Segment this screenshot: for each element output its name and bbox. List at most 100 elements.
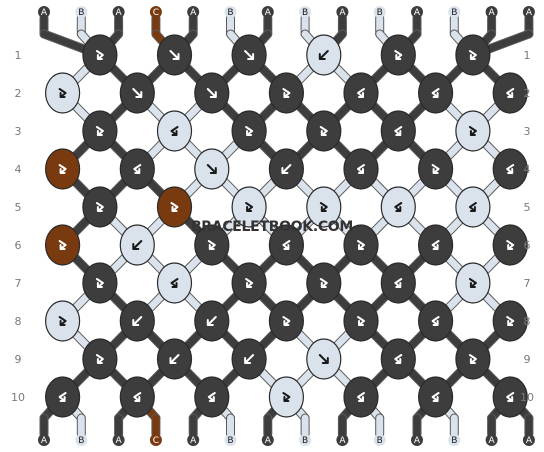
top-string-label-dot (522, 6, 535, 18)
top-string-label-dot (149, 6, 162, 18)
knot (418, 376, 454, 418)
knot-arrow-icon (319, 278, 328, 288)
top-string-label-3: C (149, 6, 162, 18)
knot (231, 110, 267, 152)
knot (44, 300, 81, 342)
knot-body (44, 72, 81, 114)
row-number-right: 7 (524, 277, 531, 290)
knot-body (231, 186, 267, 228)
top-string-label-12: A (485, 6, 498, 18)
knot-arrow-icon (245, 126, 254, 136)
knot (194, 376, 230, 418)
knot (343, 300, 379, 342)
knot-body (343, 224, 379, 266)
knot-arrow-icon (133, 392, 142, 402)
knot-arrow-icon (58, 164, 67, 174)
bottom-string-label-10: A (411, 434, 423, 446)
knot-body (119, 148, 155, 190)
watermark-text: BRACELETBOOK.COM (191, 219, 353, 235)
knot-body (418, 376, 454, 418)
knot-body (418, 300, 454, 342)
knot-arrow-icon (431, 240, 440, 250)
bottom-string-label-text: B (377, 436, 383, 446)
knot-arrow-icon (58, 316, 67, 326)
bottom-string-label-text: A (526, 436, 533, 446)
bottom-string-label-13: A (522, 434, 535, 446)
knot (418, 72, 454, 114)
knot-arrow-icon (132, 240, 143, 250)
knot-arrow-icon (132, 88, 143, 98)
knot (156, 262, 193, 304)
knot-arrow-icon (244, 50, 255, 60)
knot-arrow-icon (394, 50, 403, 60)
knot-body (119, 376, 155, 418)
knot-arrow-icon (318, 50, 329, 60)
knot-arrow-icon (169, 354, 180, 364)
knot-arrow-icon (95, 50, 104, 60)
knot-arrow-icon (206, 164, 217, 174)
knot (268, 376, 304, 418)
row-number-right: 9 (524, 353, 531, 366)
row-number-left: 1 (15, 49, 22, 62)
top-string-label-text: B (377, 8, 383, 18)
row-number-right: 4 (524, 163, 531, 176)
top-string-label-text: B (451, 8, 457, 18)
knot-body (380, 186, 416, 228)
knot-body (492, 72, 528, 114)
knot-body (82, 262, 118, 304)
bottom-string-label-7: B (299, 434, 312, 446)
bottom-string-label-dot (112, 434, 125, 446)
knot (194, 72, 230, 114)
bottom-string-label-text: A (190, 436, 197, 446)
knot-arrow-icon (245, 202, 254, 212)
knot (418, 300, 454, 342)
bottom-string-label-dot (149, 434, 162, 446)
knot-body (231, 262, 267, 304)
knot-body (455, 186, 491, 228)
knot (119, 300, 155, 342)
top-string-label-7: B (299, 6, 312, 18)
row-number-left: 3 (15, 125, 22, 138)
knot (268, 148, 304, 190)
knot-body (44, 376, 81, 418)
knot (492, 376, 528, 418)
knot-body (44, 300, 81, 342)
knot (82, 34, 118, 76)
top-string-label-6: A (261, 6, 274, 18)
bottom-string-label-dot (261, 434, 274, 446)
knot (306, 34, 342, 76)
knot (306, 338, 342, 380)
knot-arrow-icon (431, 392, 440, 402)
knot-arrow-icon (282, 240, 291, 250)
top-string-label-text: A (41, 8, 48, 18)
knot-arrow-icon (206, 88, 217, 98)
knot-arrow-icon (431, 88, 440, 98)
knot-body (455, 110, 491, 152)
top-string-label-text: A (190, 8, 197, 18)
knot (156, 34, 193, 76)
knot-arrow-icon (170, 202, 179, 212)
top-string-label-0: A (38, 6, 50, 18)
knot (231, 186, 267, 228)
knot (455, 262, 491, 304)
knot-arrow-icon (206, 316, 217, 326)
row-number-left: 10 (11, 391, 25, 404)
knot-arrow-icon (468, 278, 477, 288)
knot-body (492, 376, 528, 418)
knot (380, 34, 416, 76)
row-number-left: 4 (15, 163, 22, 176)
knot (44, 224, 81, 266)
knot-arrow-icon (506, 392, 515, 402)
knot-arrow-icon (357, 392, 365, 402)
knot-arrow-icon (394, 126, 403, 136)
knot (306, 262, 342, 304)
top-string-label-text: B (302, 8, 308, 18)
bottom-string-label-text: B (227, 436, 233, 446)
knot-arrow-icon (506, 164, 515, 174)
knot (343, 72, 379, 114)
knot-arrow-icon (506, 88, 515, 98)
knot-body (194, 376, 230, 418)
knot-arrow-icon (58, 88, 67, 98)
knot-body (492, 300, 528, 342)
bottom-string-label-9: B (373, 434, 386, 446)
